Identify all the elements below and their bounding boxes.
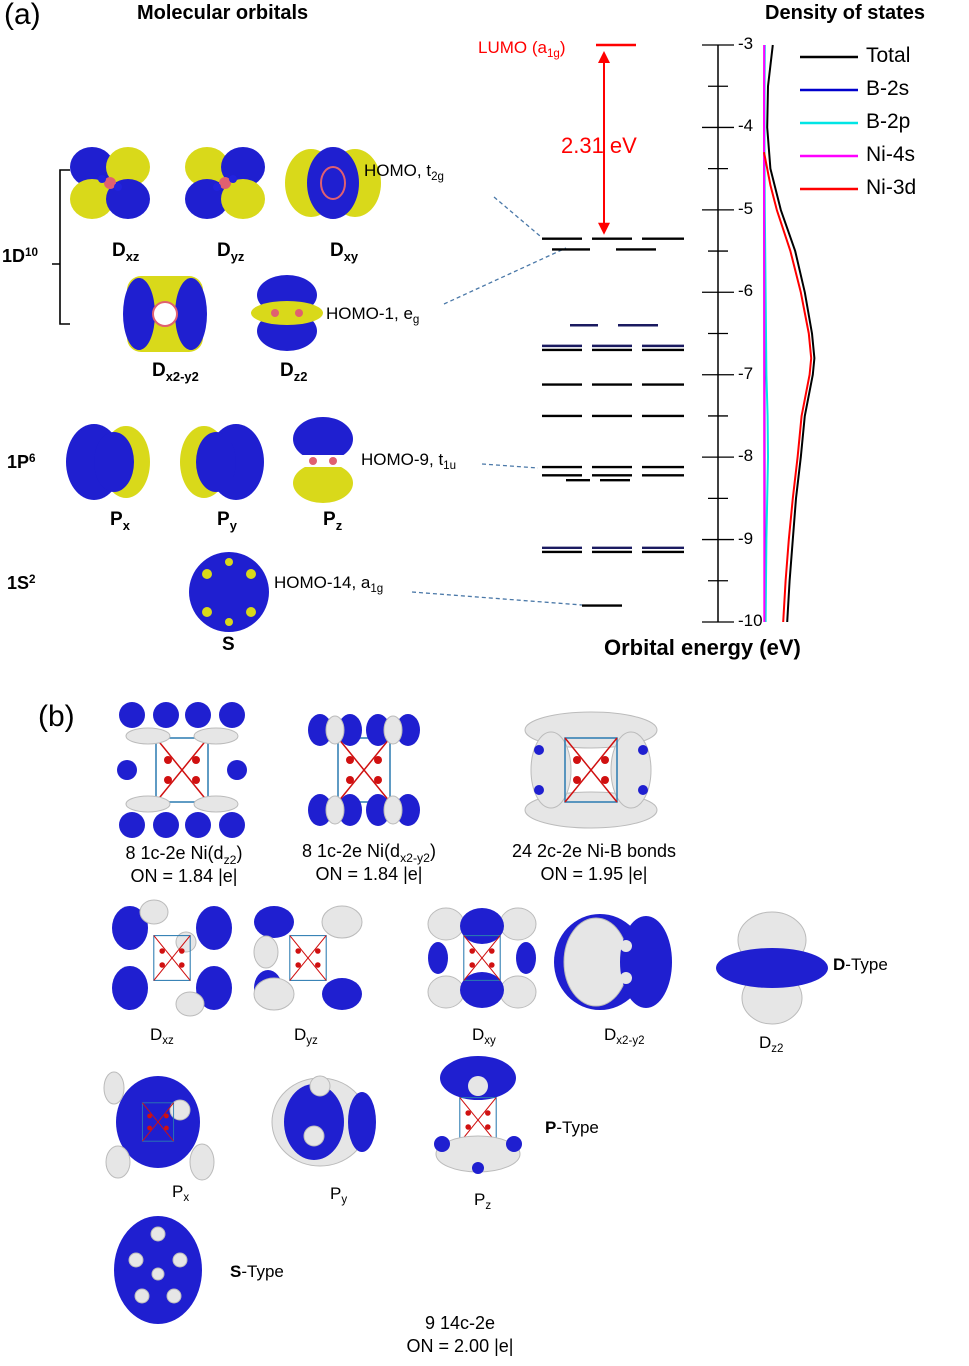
axis-tick-label: -7 — [738, 363, 754, 383]
label-dxy: Dxy — [330, 240, 359, 264]
axis-tick-label: -4 — [738, 116, 754, 136]
b-s-image — [114, 1216, 202, 1324]
connector-homo14 — [411, 591, 583, 606]
orbital-px-image — [66, 424, 150, 500]
gap-arrowhead-down — [598, 222, 610, 235]
orbital-pz-image — [293, 417, 353, 503]
axis-tick-label: -5 — [738, 198, 754, 218]
orbital-dxz-image — [70, 147, 150, 219]
dos-chart — [763, 44, 858, 623]
s-type-label: S-Type — [230, 1262, 284, 1281]
orbital-dz2-image — [251, 275, 323, 351]
b-label-dz2: Dz2 — [759, 1033, 784, 1056]
connector-homo9 — [481, 463, 539, 469]
orbital-dyz-image — [185, 147, 265, 219]
b-dyz-image — [253, 905, 363, 1011]
b-label-dx2y2: Dx2-y2 — [604, 1025, 645, 1048]
b-dxy-image — [427, 907, 537, 1009]
ni-dx2y2-caption: 8 1c-2e Ni(dx2-y2) ON = 1.84 |e| — [302, 841, 436, 884]
gap-arrowhead-up — [598, 51, 610, 63]
p-type-label: P-Type — [545, 1118, 599, 1137]
axis-tick-label: -9 — [738, 528, 754, 548]
energy-axis-label: Orbital energy (eV) — [604, 635, 801, 660]
label-dxz: Dxz — [112, 240, 140, 264]
panel-a-label: (a) — [4, 0, 41, 31]
group-1s-label: 1S2 — [7, 573, 36, 593]
b-dxz-image — [112, 899, 232, 1017]
energy-level-diagram — [542, 43, 734, 623]
label-dz2: Dz2 — [280, 360, 308, 384]
gap-label: 2.31 eV — [561, 133, 637, 158]
homo-label: HOMO, t2g — [364, 161, 444, 184]
ni-b-bonds-caption: 24 2c-2e Ni-B bonds ON = 1.95 |e| — [511, 841, 677, 884]
legend-label: Total — [866, 44, 911, 67]
b-label-px: Px — [172, 1182, 190, 1205]
group-1p-label: 1P6 — [7, 452, 36, 472]
dos-series-total — [766, 44, 816, 623]
b-dz2-image — [716, 911, 828, 1025]
orbital-s-image — [189, 552, 269, 632]
legend-label: Ni-4s — [866, 143, 916, 166]
d-type-label: D-Type — [833, 955, 888, 974]
label-s: S — [222, 634, 235, 655]
homo-14-label: HOMO-14, a1g — [274, 573, 384, 596]
molecular-orbitals-header: Molecular orbitals — [137, 2, 309, 24]
ni-dx2y2-image — [308, 714, 420, 826]
panel-b-label: (b) — [38, 700, 75, 733]
b-py-image — [271, 1075, 376, 1167]
label-dyz: Dyz — [217, 240, 245, 264]
homo-1-label: HOMO-1, eg — [326, 304, 420, 327]
orbital-py-image — [180, 424, 264, 500]
axis-tick-label: -8 — [738, 446, 754, 466]
legend-label: B-2s — [866, 77, 910, 100]
b-px-image — [103, 1071, 215, 1181]
b-label-dyz: Dyz — [294, 1025, 318, 1048]
connector-homo1 — [443, 247, 567, 305]
dos-series-ni-3d — [763, 152, 813, 623]
orbital-dx2y2-image — [123, 276, 207, 352]
group-1d-bracket — [52, 169, 70, 325]
b-dx2y2-image — [554, 914, 672, 1010]
group-1d-label: 1D10 — [2, 246, 39, 266]
legend-label: B-2p — [866, 110, 911, 133]
label-py: Py — [217, 509, 237, 533]
orbital-pictures-a — [52, 147, 583, 632]
b-label-dxz: Dxz — [150, 1025, 174, 1048]
axis-tick-label: -3 — [738, 34, 754, 53]
density-of-states-header: Density of states — [765, 2, 926, 24]
ni-dz2-caption: 8 1c-2e Ni(dz2) ON = 1.84 |e| — [125, 843, 243, 886]
label-pz: Pz — [323, 509, 343, 533]
label-px: Px — [110, 509, 130, 533]
summary-caption: 9 14c-2e ON = 2.00 |e| — [406, 1313, 514, 1357]
ni-b-bonds-image — [524, 711, 658, 829]
axis-tick-label: -10 — [738, 611, 763, 630]
legend-label: Ni-3d — [866, 176, 917, 199]
b-label-py: Py — [330, 1184, 348, 1207]
b-label-dxy: Dxy — [472, 1025, 496, 1048]
ni-dz2-image — [117, 702, 247, 838]
label-dx2y2: Dx2-y2 — [152, 360, 199, 384]
b-pz-image — [434, 1056, 522, 1174]
connector-homo — [493, 196, 541, 237]
homo-9-label: HOMO-9, t1u — [361, 450, 457, 473]
lumo-label: LUMO (a1g) — [478, 38, 566, 61]
b-label-pz: Pz — [474, 1190, 492, 1213]
axis-tick-label: -6 — [738, 281, 754, 301]
orbital-dxy-image — [285, 147, 381, 219]
